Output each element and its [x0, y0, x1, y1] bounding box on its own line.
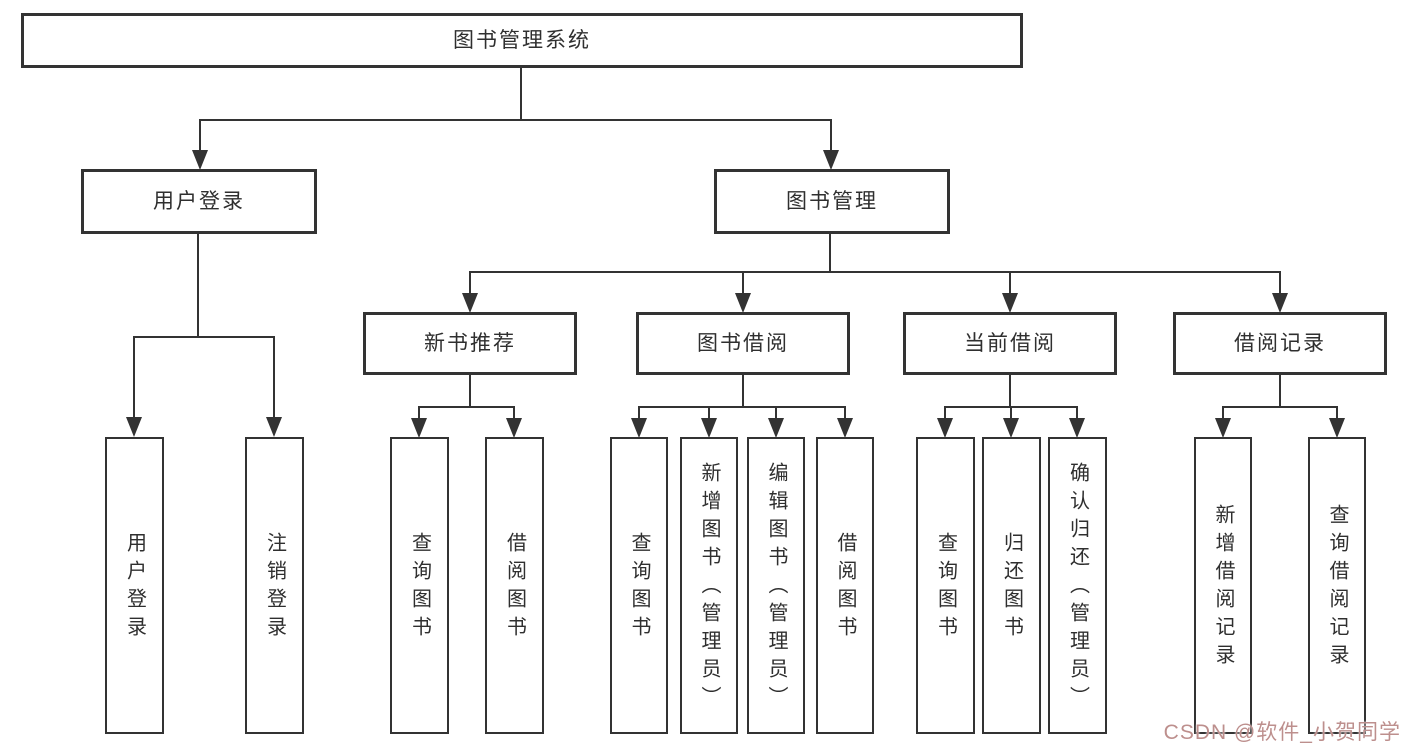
- node-borrowing-records: 借阅记录: [1173, 312, 1387, 375]
- node-query-books-rec: 查询图书: [390, 437, 449, 734]
- node-user-login: 用户登录: [81, 169, 317, 234]
- connector-rec-leaf1: [418, 406, 420, 420]
- connector-rec-stem: [469, 375, 471, 407]
- arrowhead-records-leaf2: [1329, 418, 1345, 438]
- arrowhead-borrow-leaf1: [631, 418, 647, 438]
- connector-borrow-leaf1: [638, 406, 640, 420]
- arrowhead-logout-leaf: [266, 417, 282, 437]
- arrowhead-current-leaf1: [937, 418, 953, 438]
- connector-user-login-branch: [133, 336, 275, 338]
- connector-to-current-borrow: [1009, 271, 1011, 295]
- connector-borrow-stem: [742, 375, 744, 407]
- node-edit-books-admin: 编辑图书（管理员）: [747, 437, 805, 734]
- arrowhead-user-login: [192, 150, 208, 170]
- connector-book-management-stem: [829, 234, 831, 272]
- connector-rec-branch: [419, 406, 515, 408]
- connector-current-leaf1: [944, 406, 946, 420]
- connector-records-leaf1: [1222, 406, 1224, 420]
- arrowhead-rec-leaf2: [506, 418, 522, 438]
- arrowhead-borrow-leaf3: [768, 418, 784, 438]
- connector-book-management-branch: [469, 271, 1281, 273]
- arrowhead-borrow-records: [1272, 293, 1288, 313]
- connector-rec-leaf2: [513, 406, 515, 420]
- node-query-books-borrow: 查询图书: [610, 437, 668, 734]
- node-new-book-recommendation: 新书推荐: [363, 312, 577, 375]
- node-query-borrow-record: 查询借阅记录: [1308, 437, 1366, 734]
- csdn-watermark: CSDN @软件_小贺同学: [1163, 721, 1401, 744]
- connector-current-leaf2: [1010, 406, 1012, 420]
- connector-to-book-borrow: [742, 271, 744, 295]
- node-confirm-return-admin: 确认归还（管理员）: [1048, 437, 1107, 734]
- connector-borrow-leaf3: [775, 406, 777, 420]
- connector-to-user-login-leaf: [133, 336, 135, 419]
- arrowhead-borrow-leaf4: [837, 418, 853, 438]
- node-query-books-current: 查询图书: [916, 437, 975, 734]
- node-add-borrow-record: 新增借阅记录: [1194, 437, 1252, 734]
- node-book-borrowing: 图书借阅: [636, 312, 850, 375]
- arrowhead-rec-leaf1: [411, 418, 427, 438]
- connector-records-leaf2: [1336, 406, 1338, 420]
- arrowhead-current-borrow: [1002, 293, 1018, 313]
- connector-records-stem: [1279, 375, 1281, 407]
- arrowhead-records-leaf1: [1215, 418, 1231, 438]
- connector-current-leaf3: [1076, 406, 1078, 420]
- node-library-management-system: 图书管理系统: [21, 13, 1023, 68]
- arrowhead-user-login-leaf: [126, 417, 142, 437]
- arrowhead-book-management: [823, 150, 839, 170]
- node-borrow-books-rec: 借阅图书: [485, 437, 544, 734]
- connector-root-stem: [520, 68, 522, 120]
- node-add-books-admin: 新增图书（管理员）: [680, 437, 738, 734]
- connector-to-new-book-rec: [469, 271, 471, 295]
- connector-borrow-leaf4: [844, 406, 846, 420]
- arrowhead-current-leaf2: [1003, 418, 1019, 438]
- node-current-borrowing: 当前借阅: [903, 312, 1117, 375]
- node-borrow-books: 借阅图书: [816, 437, 874, 734]
- connector-borrow-branch: [639, 406, 845, 408]
- connector-records-branch: [1223, 406, 1337, 408]
- node-return-books: 归还图书: [982, 437, 1041, 734]
- connector-to-borrow-records: [1279, 271, 1281, 295]
- connector-to-book-management: [830, 119, 832, 152]
- connector-to-user-login: [199, 119, 201, 152]
- arrowhead-new-book-rec: [462, 293, 478, 313]
- connector-to-logout-leaf: [273, 336, 275, 419]
- connector-user-login-stem: [197, 234, 199, 337]
- node-book-management: 图书管理: [714, 169, 950, 234]
- connector-root-branch: [199, 119, 832, 121]
- node-user-login-leaf: 用户登录: [105, 437, 164, 734]
- connector-current-stem: [1009, 375, 1011, 407]
- arrowhead-book-borrow: [735, 293, 751, 313]
- connector-borrow-leaf2: [708, 406, 710, 420]
- arrowhead-current-leaf3: [1069, 418, 1085, 438]
- node-logout: 注销登录: [245, 437, 304, 734]
- arrowhead-borrow-leaf2: [701, 418, 717, 438]
